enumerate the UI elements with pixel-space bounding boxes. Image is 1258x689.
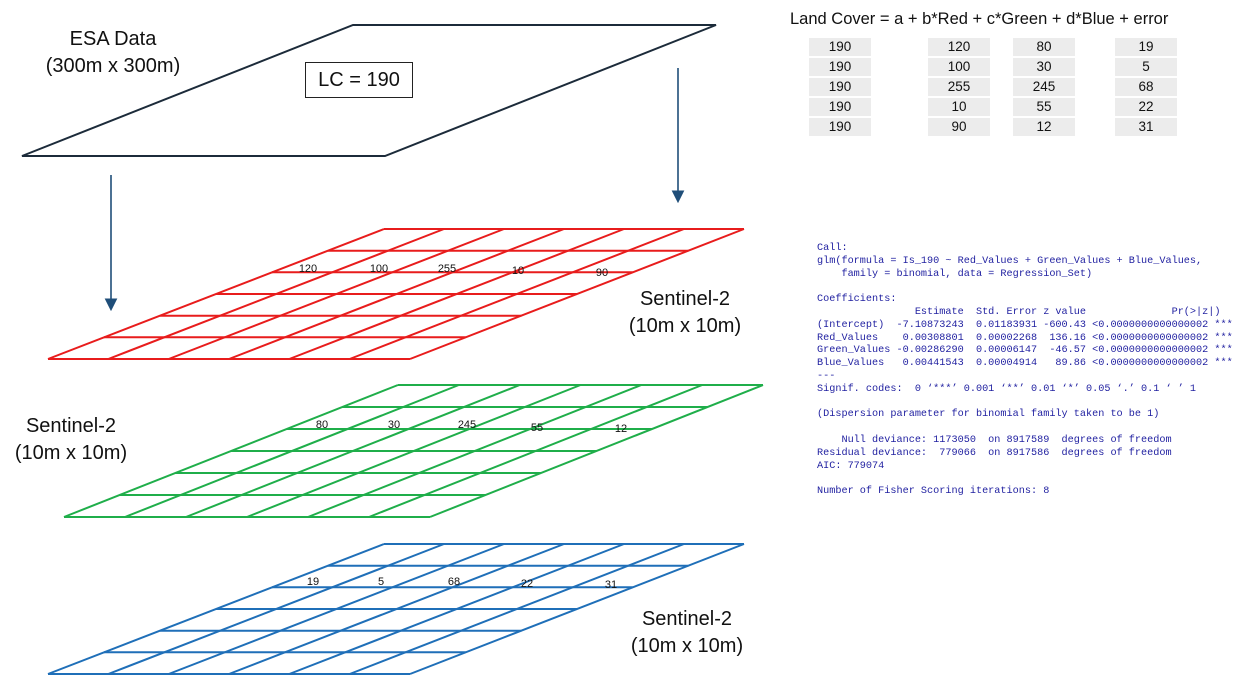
esa-title-line2: (300m x 300m) [45,55,181,77]
console-line: Null deviance: 1173050 on 8917589 degree… [817,434,1172,446]
grid-column-line [368,384,703,518]
grid-column-line [349,543,685,675]
grid-cell-value: 255 [438,263,456,275]
console-line: (Dispersion parameter for binomial famil… [817,409,1160,421]
table-cell: 245 [1013,78,1075,96]
grid-column-line [409,228,745,360]
table-column-blue: 19 5 68 22 31 [1115,38,1177,138]
console-line: Estimate Std. Error z value Pr(>|z|) [817,306,1221,318]
grid-cell-value: 68 [448,576,460,588]
grid-column-line [228,228,565,360]
console-line: Call: [817,243,848,254]
grid-column-line [429,384,764,518]
sentinel-label-blue-line1: Sentinel-2 [641,608,733,630]
grid-column-line [307,384,642,518]
table-cell: 100 [928,58,990,76]
table-cell: 19 [1115,38,1177,56]
console-line: glm(formula = Is_190 ~ Red_Values + Gree… [817,255,1203,267]
grid-column-line [168,543,505,675]
lc-value-box: LC = 190 [305,62,413,98]
regression-formula: Land Cover = a + b*Red + c*Green + d*Blu… [790,10,1169,28]
console-line: Signif. codes: 0 ‘***’ 0.001 ‘**’ 0.01 ‘… [817,383,1197,395]
sentinel-label-red-line1: Sentinel-2 [639,288,731,310]
grid-column-line [124,384,460,518]
table-column-landcover: 190 190 190 190 190 [809,38,871,138]
grid-cell-value: 22 [521,578,533,590]
grid-column-line [349,228,685,360]
table-cell: 68 [1115,78,1177,96]
table-cell: 22 [1115,98,1177,116]
grid-column-line [228,543,565,675]
grid-column-line [168,228,505,360]
table-cell: 55 [1013,98,1075,116]
sentinel-label-green-line2: (10m x 10m) [14,442,128,464]
grid-cell-value: 10 [512,265,524,277]
grid-column-line [288,543,625,675]
table-cell: 90 [928,118,990,136]
sentinel-grid-green: 80 30 245 55 12 [63,384,764,518]
console-line [817,422,1233,435]
console-line [817,281,1233,294]
table-cell: 10 [928,98,990,116]
console-line [817,397,1233,410]
esa-title-line1: ESA Data [69,28,157,50]
grid-cell-value: 19 [307,576,319,588]
table-cell: 31 [1115,118,1177,136]
grid-column-line [47,543,385,675]
console-line [817,473,1233,486]
grid-cell-value: 120 [299,263,317,275]
grid-cell-value: 100 [370,263,388,275]
esa-title: ESA Data (300m x 300m) [30,26,196,80]
table-cell: 255 [928,78,990,96]
table-column-red: 120 100 255 10 90 [928,38,990,138]
sentinel-label-red-line2: (10m x 10m) [628,315,742,337]
console-line: (Intercept) -7.10873243 0.01183931 -600.… [817,319,1233,331]
table-cell: 120 [928,38,990,56]
grid-cell-value: 55 [531,422,543,434]
grid-column-line [246,384,581,518]
sentinel-label-green: Sentinel-2 (10m x 10m) [0,413,142,467]
console-line: Blue_Values 0.00441543 0.00004914 89.86 … [817,358,1233,370]
grid-column-line [185,384,521,518]
grid-cell-value: 31 [605,579,617,591]
sentinel-grid-blue: 19 5 68 22 31 [47,543,745,675]
table-cell: 80 [1013,38,1075,56]
console-line: Red_Values 0.00308801 0.00002268 136.16 … [817,332,1233,344]
table-cell: 30 [1013,58,1075,76]
grid-cell-value: 12 [615,423,627,435]
console-line: Number of Fisher Scoring iterations: 8 [817,486,1050,498]
table-cell: 190 [809,98,871,116]
console-line: Residual deviance: 779066 on 8917586 deg… [817,447,1172,459]
table-cell: 190 [809,118,871,136]
grid-column-line [288,228,625,360]
grid-cell-value: 30 [388,419,400,431]
table-cell: 5 [1115,58,1177,76]
r-console-output: Call:glm(formula = Is_190 ~ Red_Values +… [817,243,1233,499]
grid-cell-value: 5 [378,576,384,588]
console-line: Green_Values -0.00286290 0.00006147 -46.… [817,345,1233,357]
table-cell: 12 [1013,118,1075,136]
sentinel-label-green-line1: Sentinel-2 [25,415,117,437]
sentinel-label-blue: Sentinel-2 (10m x 10m) [614,606,760,660]
grid-column-line [63,384,399,518]
table-cell: 190 [809,78,871,96]
table-cell: 190 [809,58,871,76]
grid-column-line [409,543,745,675]
sentinel-label-red: Sentinel-2 (10m x 10m) [612,286,758,340]
console-line: --- [817,370,836,382]
table-cell: 190 [809,38,871,56]
grid-column-line [107,228,445,360]
grid-column-line [47,228,385,360]
sentinel-grid-red: 120 100 255 10 90 [47,228,745,360]
console-line: family = binomial, data = Regression_Set… [817,268,1093,280]
grid-cell-value: 80 [316,419,328,431]
grid-column-line [107,543,445,675]
sentinel-label-blue-line2: (10m x 10m) [630,635,744,657]
console-line: AIC: 779074 [817,460,885,472]
console-line: Coefficients: [817,294,897,306]
grid-cell-value: 245 [458,419,476,431]
table-column-green: 80 30 245 55 12 [1013,38,1075,138]
grid-cell-value: 90 [596,267,608,279]
